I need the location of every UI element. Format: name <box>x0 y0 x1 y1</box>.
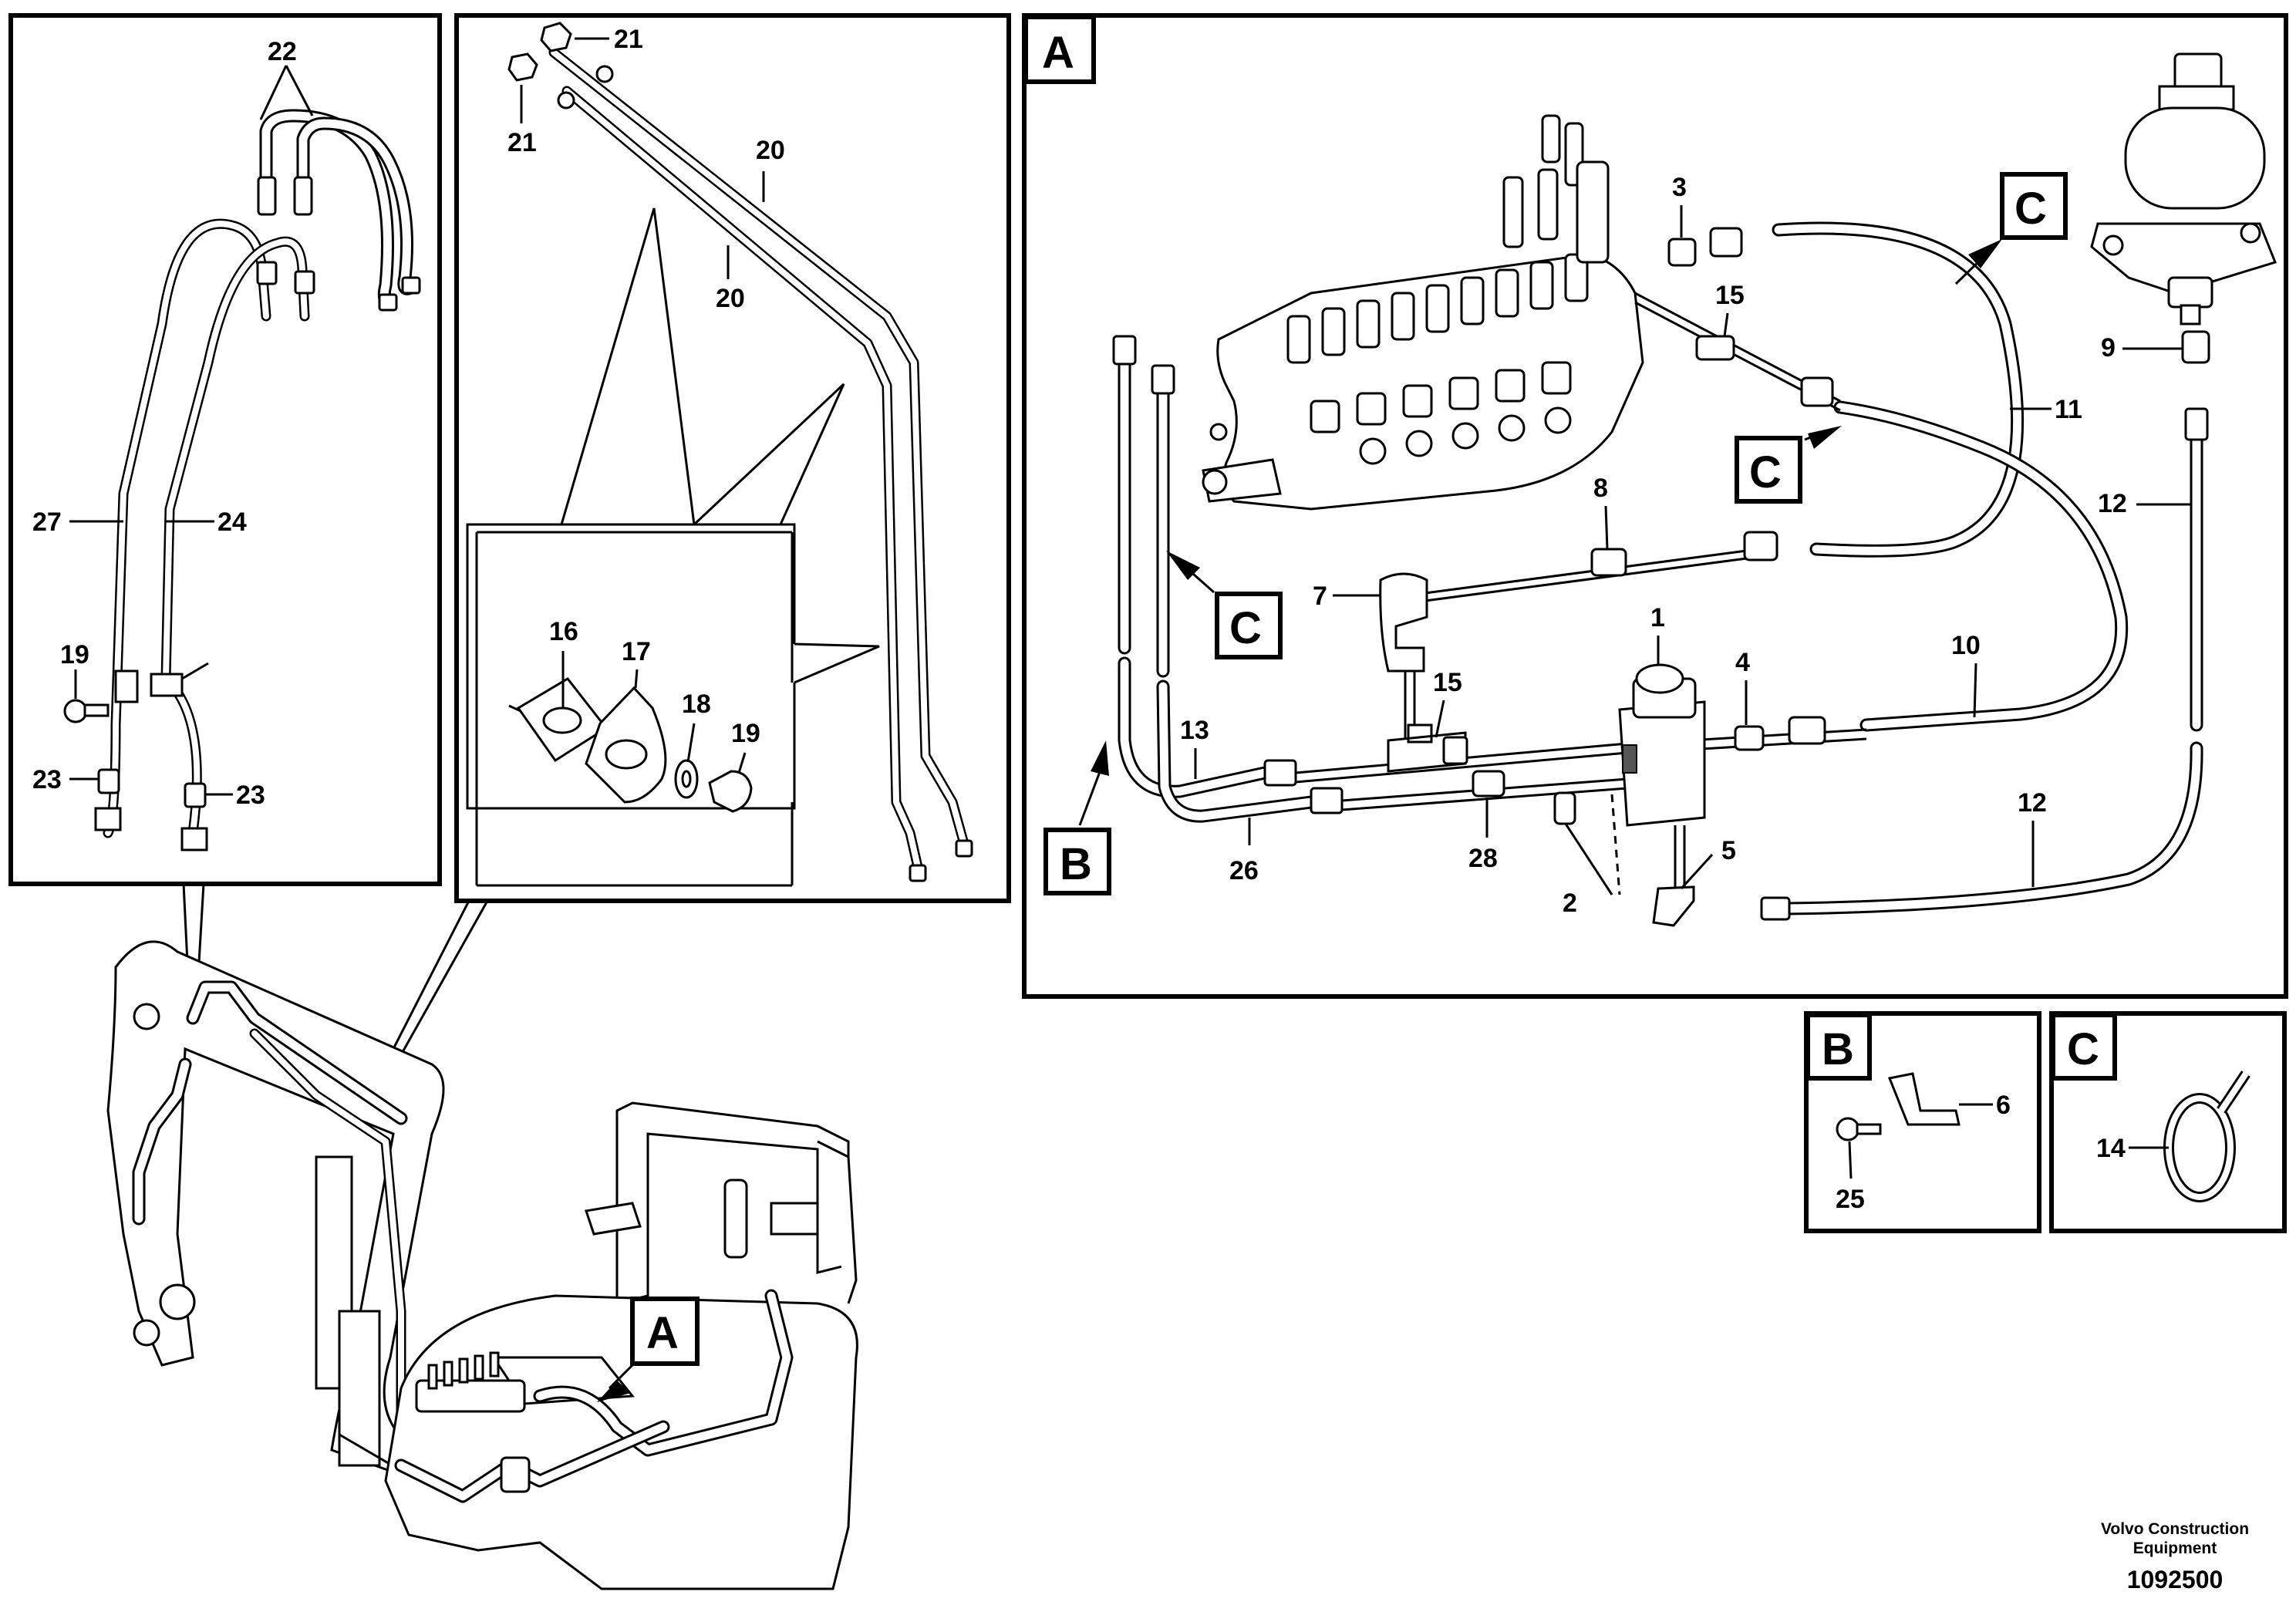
hose-10 <box>1833 400 2129 732</box>
footer-brand: Volvo Construction Equipment <box>2082 1519 2267 1558</box>
callout-17: 17 <box>622 637 651 666</box>
callout-2: 2 <box>1563 889 1577 918</box>
fitting-28 <box>1472 770 1505 798</box>
bolt-25 <box>1836 1117 1860 1141</box>
footer-drawing-number: 1092500 <box>2082 1566 2267 1594</box>
callout-22: 22 <box>268 37 297 66</box>
valve-spools <box>1286 114 1610 465</box>
nuts-21 <box>507 22 614 110</box>
svg-text:C: C <box>2014 184 2047 234</box>
brand-line1: Volvo Construction <box>2100 1520 2250 1538</box>
callout-3: 3 <box>1672 173 1687 202</box>
callout-8: 8 <box>1593 474 1608 503</box>
panel-boom-lines: 22 27 24 19 23 23 <box>8 13 442 886</box>
callout-24: 24 <box>217 508 247 537</box>
callout-27: 27 <box>32 508 62 537</box>
fitting-4 <box>1734 725 1765 751</box>
view-marker-c-mid: C <box>1735 426 1842 504</box>
detail-clamp <box>466 207 880 887</box>
view-label-c: C <box>2067 1024 2099 1074</box>
fittings <box>1379 227 2210 927</box>
callout-15-mid: 15 <box>1433 668 1462 697</box>
clip-6 <box>1887 1072 1961 1126</box>
callout-13: 13 <box>1180 716 1209 745</box>
callout-19-detail: 19 <box>731 719 760 748</box>
callout-12-top: 12 <box>2098 489 2127 518</box>
callout-15-top: 15 <box>1715 281 1745 310</box>
callout-10: 10 <box>1951 631 1981 660</box>
hose-11 <box>1772 221 2025 558</box>
panel-arm-lines: 21 21 20 20 16 17 18 19 <box>454 13 1011 903</box>
svg-text:C: C <box>1749 447 1782 497</box>
valve-block-mini <box>415 1351 526 1413</box>
bolt-19 <box>708 770 753 813</box>
elbow-7 <box>1379 572 1428 673</box>
callout-5: 5 <box>1721 836 1736 865</box>
callout-11: 11 <box>2055 395 2082 424</box>
callout-7: 7 <box>1313 582 1327 611</box>
panel-detail-c: C 14 <box>2049 1011 2287 1233</box>
pipe-24 <box>160 236 310 838</box>
svg-text:A: A <box>646 1308 679 1358</box>
brand-line2: Equipment <box>2132 1539 2217 1557</box>
pipes-20 <box>548 47 973 882</box>
clamp-bolt-19 <box>63 662 209 723</box>
callout-9: 9 <box>2101 333 2116 363</box>
callout-19-left: 19 <box>60 640 89 669</box>
cable-tie-14 <box>2163 1071 2250 1202</box>
callout-6: 6 <box>1996 1091 2011 1120</box>
view-label-b: B <box>1822 1024 1854 1074</box>
callout-23-left: 23 <box>32 765 62 794</box>
solenoid-valve-1 <box>1610 663 1706 895</box>
view-label-a: A <box>1042 28 1074 78</box>
bolt-2 <box>1553 791 1613 895</box>
callout-14: 14 <box>2096 1134 2126 1163</box>
panel-detail-b: B 6 25 <box>1804 1011 2041 1233</box>
machine-overview: A <box>106 883 858 1590</box>
callout-21-top: 21 <box>614 25 643 54</box>
callout-18: 18 <box>682 690 711 719</box>
hose-12 <box>1760 335 2209 921</box>
panel-view-a: A <box>1022 13 2288 999</box>
elbow-5 <box>1652 885 1695 927</box>
fitting-9 <box>2181 330 2210 364</box>
callout-21-left: 21 <box>507 128 537 157</box>
callout-23-right: 23 <box>236 781 265 810</box>
callout-1: 1 <box>1650 603 1665 632</box>
fitting-3 <box>1667 238 1697 267</box>
pilot-valve <box>2090 52 2277 325</box>
callout-20-mid: 20 <box>716 284 745 313</box>
view-marker-c-top: C <box>1954 172 2068 285</box>
callout-20-top: 20 <box>756 136 785 165</box>
hoses-13-26 <box>1112 335 1344 823</box>
view-marker-b: B <box>1043 740 1111 895</box>
callout-16: 16 <box>549 617 578 646</box>
callout-25: 25 <box>1836 1185 1865 1214</box>
drawing-number: 1092500 <box>2126 1566 2224 1593</box>
callout-28: 28 <box>1468 844 1498 873</box>
callout-26: 26 <box>1229 856 1259 885</box>
callout-4: 4 <box>1735 648 1750 677</box>
fitting-8 <box>1590 548 1627 577</box>
hoses-22 <box>256 109 421 312</box>
fitting-15-top <box>1695 335 1735 361</box>
view-marker-c-left: C <box>1166 551 1283 659</box>
svg-text:C: C <box>1229 603 1262 653</box>
control-valve-block <box>1202 114 1644 511</box>
view-marker-a: A <box>597 1297 700 1402</box>
svg-text:B: B <box>1060 839 1092 889</box>
fittings-23 <box>94 768 208 851</box>
callout-12-bottom: 12 <box>2018 788 2047 818</box>
